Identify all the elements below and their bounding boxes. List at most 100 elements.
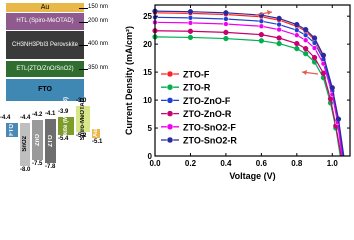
data-point bbox=[294, 45, 300, 52]
series-line bbox=[154, 10, 345, 157]
data-point bbox=[152, 8, 158, 14]
data-point bbox=[276, 26, 282, 33]
legend-label: ZTO-ZnO-F bbox=[183, 96, 231, 106]
data-point bbox=[294, 23, 300, 29]
data-point bbox=[187, 9, 194, 15]
layer-label: Au bbox=[40, 3, 50, 11]
series-line bbox=[154, 16, 344, 157]
data-point bbox=[335, 116, 342, 122]
band-perovskite-mapbi3: Perovskite (MAPbI3) bbox=[58, 97, 74, 155]
band-spiro-meotad: Spiro-MeOTAD bbox=[76, 98, 90, 140]
y-tick-label: 5 bbox=[148, 124, 153, 133]
data-point bbox=[334, 118, 341, 124]
series-line bbox=[154, 12, 344, 157]
data-point bbox=[333, 123, 339, 129]
series-line bbox=[154, 36, 341, 157]
legend-marker bbox=[166, 136, 174, 144]
energy-level-label: -4.4 bbox=[20, 114, 31, 121]
legend-label: ZTO-R bbox=[183, 83, 211, 93]
energy-level-label: -3.9 bbox=[58, 108, 69, 115]
band-sno2: SnO2 bbox=[20, 122, 30, 166]
legend-label: ZTO-SnO2-R bbox=[183, 136, 237, 146]
layer-thickness-label: 200 nm bbox=[79, 18, 108, 24]
band-label: Perovskite (MAPbI3) bbox=[63, 96, 69, 155]
y-tick-label: 0 bbox=[148, 152, 153, 161]
data-point bbox=[152, 28, 158, 34]
band-au: Au bbox=[92, 128, 100, 139]
data-point bbox=[223, 35, 229, 42]
data-point bbox=[311, 40, 318, 46]
data-point bbox=[294, 27, 300, 33]
data-point bbox=[311, 37, 318, 43]
x-tick-label: 0.6 bbox=[256, 159, 268, 168]
energy-level-label: -5.1 bbox=[92, 139, 103, 146]
energy-level-label: -3.0 bbox=[76, 97, 87, 104]
band-label: ZTO bbox=[47, 135, 54, 148]
data-point bbox=[187, 34, 194, 41]
energy-level-label: -4.2 bbox=[32, 112, 43, 119]
data-point bbox=[258, 23, 265, 29]
data-point bbox=[303, 26, 309, 33]
data-point bbox=[276, 35, 282, 41]
thickness-tick bbox=[79, 69, 88, 70]
data-point bbox=[320, 53, 327, 60]
thickness-tick bbox=[79, 21, 88, 23]
scan-arrow-head bbox=[302, 70, 307, 75]
data-point bbox=[187, 20, 194, 26]
legend-marker bbox=[166, 83, 174, 91]
band-zno: ZnO bbox=[32, 120, 43, 160]
layer-thickness-label: 350 nm bbox=[79, 65, 108, 71]
band-label: FTO bbox=[9, 123, 15, 136]
data-point bbox=[223, 21, 229, 27]
data-point bbox=[187, 10, 194, 17]
y-axis-label: Current Density (mA/cm²) bbox=[124, 26, 134, 135]
data-point bbox=[303, 28, 309, 34]
data-point bbox=[223, 10, 229, 16]
legend-marker bbox=[166, 97, 174, 104]
series-line bbox=[154, 21, 343, 157]
plot-frame bbox=[154, 4, 351, 157]
series-line bbox=[154, 30, 342, 157]
data-point bbox=[276, 15, 282, 22]
layer-etl-zto-zno-sno2: ETL(ZTO/ZnO/SnO2) bbox=[6, 61, 84, 77]
y-tick-label: 15 bbox=[143, 68, 152, 77]
data-point bbox=[329, 91, 335, 98]
data-point bbox=[303, 51, 309, 57]
y-tick-label: 25 bbox=[143, 12, 152, 21]
data-point bbox=[334, 116, 341, 123]
data-point bbox=[303, 32, 309, 38]
band-label: ZnO bbox=[34, 133, 41, 146]
data-point bbox=[333, 125, 339, 131]
data-point bbox=[152, 14, 158, 20]
data-point bbox=[187, 28, 194, 34]
data-point bbox=[223, 11, 229, 18]
y-tick-label: 10 bbox=[143, 96, 152, 105]
scan-arrow bbox=[301, 71, 319, 75]
data-point bbox=[258, 18, 265, 24]
x-tick-label: 0.4 bbox=[220, 159, 232, 168]
data-point bbox=[258, 14, 265, 20]
data-point bbox=[276, 40, 282, 47]
legend-marker bbox=[166, 70, 174, 78]
data-point bbox=[320, 75, 327, 81]
data-point bbox=[327, 96, 334, 102]
x-axis-label: Voltage (V) bbox=[229, 171, 275, 181]
data-point bbox=[223, 16, 229, 22]
data-point bbox=[311, 54, 318, 61]
data-point bbox=[311, 45, 318, 51]
data-point bbox=[320, 70, 327, 76]
scan-arrow-head bbox=[267, 10, 272, 15]
layer-label: FTO bbox=[38, 86, 52, 94]
layer-thickness-label: 150 nm bbox=[79, 4, 108, 10]
layer-au: Au bbox=[6, 3, 84, 12]
data-point bbox=[223, 29, 229, 36]
x-tick-label: 0.0 bbox=[149, 159, 161, 168]
band-label: Au bbox=[93, 129, 99, 138]
layer-fto: FTO bbox=[6, 79, 84, 101]
energy-level-label: -4.4 bbox=[0, 114, 11, 121]
x-tick-label: 0.8 bbox=[291, 159, 303, 168]
layer-label: ETL(ZTO/ZnO/SnO2) bbox=[16, 65, 74, 72]
data-point bbox=[276, 17, 282, 23]
layer-label: HTL (Spiro-MeOTAD) bbox=[16, 18, 74, 25]
